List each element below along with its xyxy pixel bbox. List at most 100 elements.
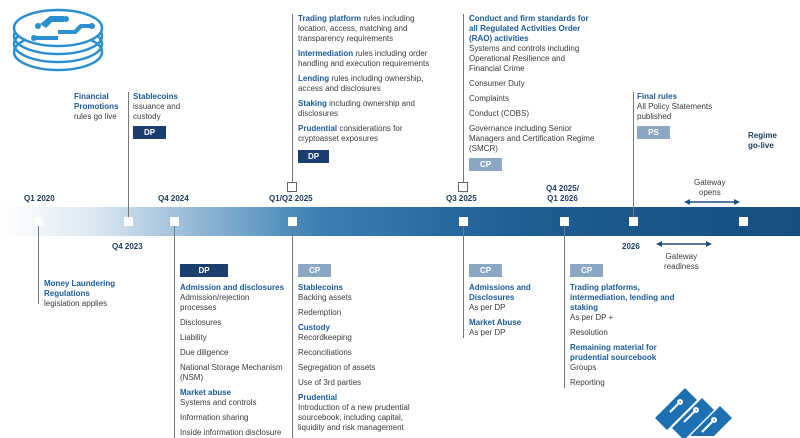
top-col4-cp-tag: CP <box>469 158 502 171</box>
market-abuse-cp-heading: Market Abuse <box>469 318 522 327</box>
admissions-cp-heading: Admissions and Disclosures <box>469 283 531 302</box>
gateway-readiness-label: Gateway readiness <box>664 252 699 271</box>
market-abuse-line-1: Systems and controls <box>180 398 257 407</box>
financial-promotions-heading: Financial Promotions <box>74 92 119 111</box>
date-q1-2020: Q1 2020 <box>24 194 55 203</box>
date-q4-2025: Q4 2025/Q1 2026 <box>546 184 579 203</box>
connector-q3-2025 <box>463 14 464 184</box>
bottom-col4-cp-tag: CP <box>469 264 502 277</box>
conduct-heading: Conduct and firm standards for all Regul… <box>469 14 589 43</box>
top-col3-block: Trading platform rules including locatio… <box>298 14 440 164</box>
admission-line-4: Due diligence <box>180 348 229 357</box>
stablecoins-cp-line-2: Redemption <box>298 308 342 317</box>
conduct-line-3: Complaints <box>469 94 510 103</box>
market-abuse-cp-text: As per DP <box>469 328 506 337</box>
coins-circuit-icon <box>655 388 732 438</box>
date-q4-2023: Q4 2023 <box>112 242 143 251</box>
bottom-col2-block: DP Admission and disclosures Admission/r… <box>180 260 286 438</box>
final-rules-text: All Policy Statements published <box>637 102 713 121</box>
node-q1q2-2025-upper <box>287 182 297 192</box>
aml-block: Money Laundering Regulations legislation… <box>44 279 134 309</box>
market-abuse-heading: Market abuse <box>180 388 232 397</box>
node-q4-2023 <box>124 217 133 226</box>
conduct-line-1: Systems and controls including Operation… <box>469 44 580 73</box>
bottom-col3-block: CP Stablecoins Backing assets Redemption… <box>298 260 418 433</box>
bottom-col4-block: CP Admissions and Disclosures As per DP … <box>469 260 559 338</box>
node-2026 <box>629 217 638 226</box>
node-q4-2024 <box>170 217 179 226</box>
stablecoins-heading: Stablecoins <box>133 92 178 101</box>
timeline-bar <box>0 207 800 236</box>
date-q4-2024: Q4 2024 <box>158 194 189 203</box>
connector-q1q2-2025-bottom <box>292 222 293 438</box>
market-abuse-line-3: Inside information disclosure <box>180 428 282 437</box>
trading-platform-item: Trading platform rules including locatio… <box>298 14 415 43</box>
remaining-heading: Remaining material for prudential source… <box>570 343 657 362</box>
node-q3-2025 <box>459 217 468 226</box>
stablecoins-dp-tag: DP <box>133 126 166 139</box>
node-q3-2025-upper <box>458 182 468 192</box>
node-q4-2025 <box>560 217 569 226</box>
prudential-cp-heading: Prudential <box>298 393 338 402</box>
admissions-cp-text: As per DP <box>469 303 506 312</box>
custody-line-2: Reconciliations <box>298 348 352 357</box>
financial-promotions-text: rules go live <box>74 112 117 121</box>
trading-cp-line-1: As per DP + <box>570 313 614 322</box>
staking-item: Staking including ownership and disclosu… <box>298 99 415 118</box>
date-q3-2025: Q3 2025 <box>446 194 477 203</box>
aml-heading: Money Laundering Regulations <box>44 279 116 298</box>
conduct-line-4: Conduct (COBS) <box>469 109 530 118</box>
connector-q1-2020 <box>38 222 39 304</box>
admission-line-3: Liability <box>180 333 207 342</box>
intermediation-item: Intermediation rules including order han… <box>298 49 430 68</box>
financial-promotions-block: Financial Promotions rules go live <box>74 92 126 122</box>
date-q1q2-2025: Q1/Q2 2025 <box>269 194 313 203</box>
node-q1-2020 <box>34 217 43 226</box>
trading-cp-heading: Trading platforms, intermediation, lendi… <box>570 283 675 312</box>
connector-q3-2025-bottom <box>463 222 464 338</box>
admission-line-1: Admission/rejection processes <box>180 293 250 312</box>
prudential-item: Prudential considerations for cryptoasse… <box>298 124 403 143</box>
conduct-line-2: Consumer Duty <box>469 79 525 88</box>
date-2026: 2026 <box>622 242 640 251</box>
stablecoins-cp-heading: Stablecoins <box>298 283 343 292</box>
node-q1q2-2025 <box>288 217 297 226</box>
connector-q4-2025-bottom <box>564 222 565 388</box>
custody-line-1: Recordkeeping <box>298 333 352 342</box>
bottom-col5-block: CP Trading platforms, intermediation, le… <box>570 260 690 388</box>
node-regime <box>739 217 748 226</box>
bottom-col2-dp-tag: DP <box>180 264 228 277</box>
custody-line-3: Segregation of assets <box>298 363 376 372</box>
stablecoins-cp-line-1: Backing assets <box>298 293 352 302</box>
gateway-opens-label: Gateway opens <box>694 178 726 197</box>
remaining-line-2: Reporting <box>570 378 605 387</box>
connector-q4-2024 <box>174 222 175 438</box>
top-col3-dp-tag: DP <box>298 150 329 163</box>
connector-2026-final <box>633 92 634 222</box>
regime-go-live-label: Regime go-live <box>748 131 777 150</box>
remaining-line-1: Groups <box>570 363 597 372</box>
stablecoins-text: issuance and custody <box>133 102 181 121</box>
lending-item: Lending rules including ownership, acces… <box>298 74 424 93</box>
aml-text: legislation applies <box>44 299 108 308</box>
admission-line-2: Disclosures <box>180 318 222 327</box>
connector-q1q2-2025 <box>292 14 293 184</box>
gateway-opens-arrow <box>684 199 740 205</box>
connector-q4-2023 <box>128 92 129 222</box>
admission-heading: Admission and disclosures <box>180 283 285 292</box>
prudential-cp-line-1: Introduction of a new prudential sourceb… <box>298 403 410 432</box>
final-rules-ps-tag: PS <box>637 126 670 139</box>
conduct-line-5: Governance including Senior Managers and… <box>469 124 595 153</box>
final-rules-block: Final rules All Policy Statements publis… <box>637 92 727 140</box>
top-col4-block: Conduct and firm standards for all Regul… <box>469 14 597 172</box>
trading-cp-line-2: Resolution <box>570 328 608 337</box>
market-abuse-line-2: Information sharing <box>180 413 249 422</box>
final-rules-heading: Final rules <box>637 92 678 101</box>
bottom-col3-cp-tag: CP <box>298 264 331 277</box>
gateway-readiness-arrow <box>656 241 712 247</box>
admission-line-5: National Storage Mechanism (NSM) <box>180 363 283 382</box>
custody-line-4: Use of 3rd parties <box>298 378 362 387</box>
circuit-coins-icon <box>12 8 104 72</box>
stablecoins-dp-block: Stablecoins issuance and custody DP <box>133 92 193 140</box>
bottom-col5-cp-tag: CP <box>570 264 603 277</box>
